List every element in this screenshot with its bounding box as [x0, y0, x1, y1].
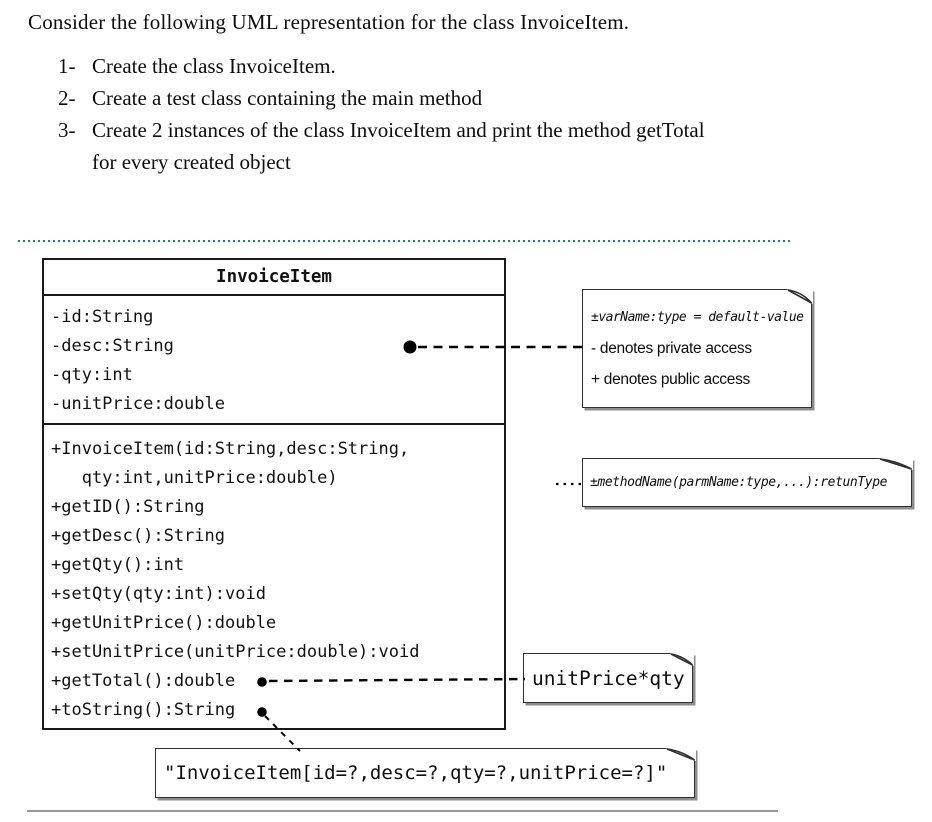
gettotal-formula: unitPrice*qty [532, 666, 685, 690]
uml-class-title: InvoiceItem [44, 260, 504, 296]
uml-method: +setQty(qty:int):void [51, 584, 266, 604]
task-number: 2- [58, 86, 76, 110]
uml-method: +getQty():int [51, 555, 185, 575]
note-fold-icon [878, 457, 913, 470]
uml-attribute: -id:String [51, 307, 154, 327]
task-number: 3- [58, 118, 76, 142]
note-fold-icon [669, 652, 694, 666]
uml-method: +getUnitPrice():double [51, 613, 277, 633]
note-fold-icon [786, 288, 813, 304]
uml-method: +getDesc():String [51, 526, 225, 546]
uml-attribute: -qty:int [51, 365, 133, 385]
uml-method: +toString():String [51, 700, 236, 720]
legend-method-syntax: ±methodName(parmName:type,...):retunType [590, 475, 888, 490]
legend-var-syntax: ±varName:type = default-value [591, 310, 804, 325]
intro-paragraph: Consider the following UML representatio… [28, 10, 630, 34]
uml-attributes-compartment: -id:String -desc:String -qty:int -unitPr… [44, 296, 504, 425]
task-text: Create a test class containing the main … [92, 86, 483, 110]
uml-attribute: -unitPrice:double [51, 394, 225, 414]
uml-method: +getID():String [51, 497, 205, 517]
uml-method: +getTotal():double [51, 671, 236, 691]
uml-note-tostring: "InvoiceItem[id=?,desc=?,qty=?,unitPrice… [155, 747, 696, 798]
task-item-1: 1- Create the class InvoiceItem. [58, 54, 336, 79]
uml-method: qty:int,unitPrice:double) [51, 468, 338, 488]
bottom-divider [27, 810, 778, 812]
uml-method: +InvoiceItem(id:String,desc:String, [51, 439, 410, 459]
legend-private: - denotes private access [591, 340, 752, 357]
uml-note-gettotal: unitPrice*qty [523, 652, 694, 703]
task-item-3: 3- Create 2 instances of the class Invoi… [58, 118, 705, 143]
task-number: 1- [58, 54, 76, 78]
tostring-format: "InvoiceItem[id=?,desc=?,qty=?,unitPrice… [164, 762, 668, 784]
uml-attribute: -desc:String [51, 336, 174, 356]
uml-class-box: InvoiceItem -id:String -desc:String -qty… [42, 258, 506, 730]
uml-note-method-legend: ±methodName(parmName:type,...):retunType [582, 457, 913, 507]
note-fold-icon [665, 747, 696, 761]
uml-methods-compartment: +InvoiceItem(id:String,desc:String, qty:… [44, 425, 504, 725]
task-item-2: 2- Create a test class containing the ma… [58, 86, 482, 111]
task-text: Create 2 instances of the class InvoiceI… [92, 118, 705, 142]
task-text: Create the class InvoiceItem. [92, 54, 336, 78]
dotted-divider [18, 240, 790, 242]
task-item-3-continuation: for every created object [92, 150, 291, 174]
legend-public: + denotes public access [591, 371, 750, 388]
uml-note-access-legend: ±varName:type = default-value - denotes … [582, 288, 813, 408]
uml-method: +setUnitPrice(unitPrice:double):void [51, 642, 420, 662]
